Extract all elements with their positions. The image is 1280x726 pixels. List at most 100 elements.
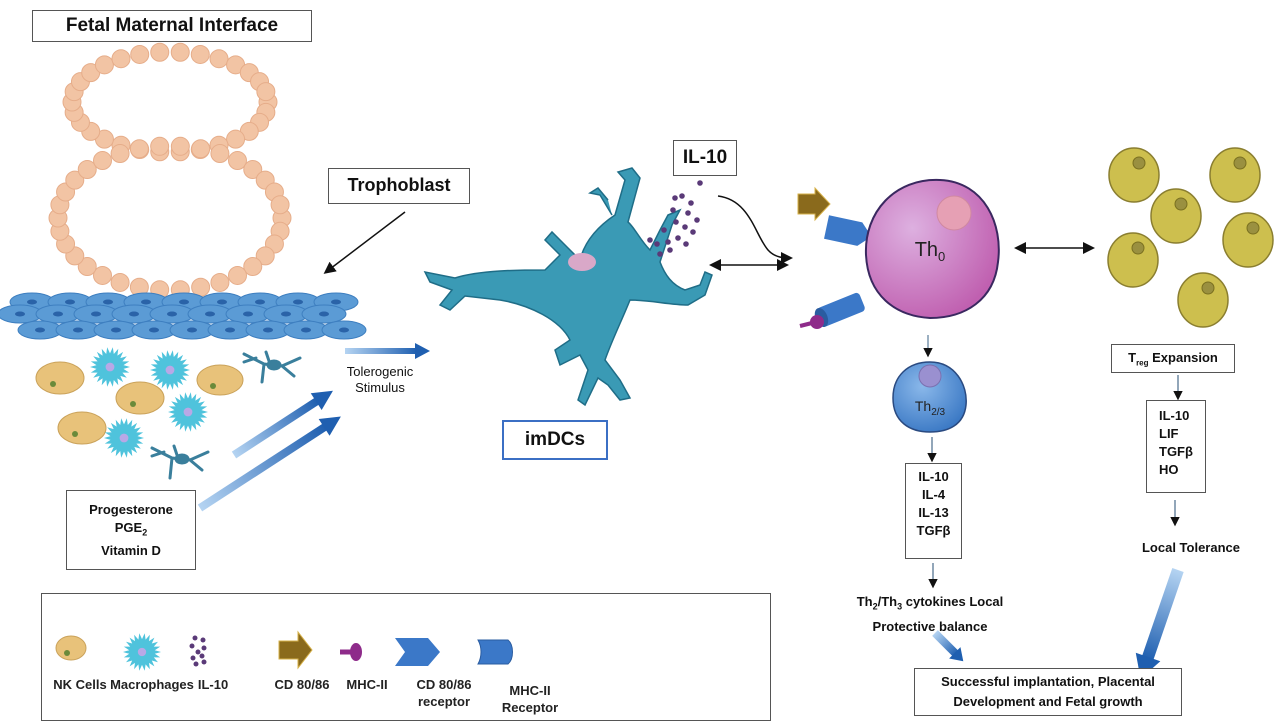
imdcs-label: imDCs	[524, 429, 586, 450]
immature-dendritic-cell	[423, 167, 713, 407]
legend-label-nk-cells: NK Cells	[53, 677, 107, 692]
th23-label: Th2/3	[898, 398, 962, 421]
macrophage-icon	[123, 633, 161, 671]
trophoblast-cell	[77, 159, 97, 179]
trophoblast-cell	[65, 170, 85, 190]
trophoblast-cells	[48, 42, 292, 300]
cytokine-item: IL-13	[918, 505, 949, 520]
il10-dots-icon	[189, 635, 207, 667]
decidual-cell	[93, 320, 139, 340]
trophoblast-cell	[129, 139, 149, 159]
expansion-text: Expansion	[1148, 350, 1218, 365]
decidual-cell	[55, 320, 101, 340]
trophoblast-cell	[270, 195, 290, 215]
macrophage	[168, 392, 208, 432]
decidual-cell	[17, 320, 63, 340]
cytokine-item: IL-4	[921, 487, 946, 502]
cytokine-item: LIF	[1159, 426, 1179, 441]
cd80-86-receptor-icon	[395, 638, 440, 666]
trophoblast-cell	[111, 49, 131, 69]
mhc-ii-receptor-icon	[477, 639, 513, 665]
il10-dot	[697, 180, 703, 186]
trophoblast-cell	[110, 272, 130, 292]
macrophage	[150, 350, 190, 390]
trophoblast-cell	[190, 44, 210, 64]
pge-text: PGE	[114, 520, 143, 535]
cd80-86-arrow-icon	[278, 630, 313, 670]
il10-cytokine-dots	[647, 180, 703, 257]
trophoblast-label-box: Trophoblast	[328, 168, 470, 204]
il10-dot	[667, 247, 673, 253]
macrophage	[104, 418, 144, 458]
decidual-cell	[131, 320, 177, 340]
treg-cell	[1150, 188, 1202, 244]
treg-expansion-box: Treg Expansion	[1111, 344, 1235, 373]
treg-cytokines-box: IL-10 LIF TGFβ HO	[1146, 400, 1206, 493]
cytokine-item: IL-10	[1159, 408, 1190, 423]
il10-dot	[672, 195, 678, 201]
th0-subscript: 0	[938, 249, 946, 264]
decidual-cell	[35, 304, 81, 324]
trophoblast-cell	[243, 159, 263, 179]
legend-label-cd80-86: CD 80/86	[274, 677, 330, 692]
legend-icons	[55, 630, 513, 671]
decidual-cell	[225, 304, 271, 324]
hormone-arrows	[197, 390, 341, 512]
il10-label: IL-10	[682, 147, 728, 168]
decidual-cell	[73, 304, 119, 324]
trophoblast-cell	[243, 257, 263, 277]
decidual-cell	[187, 304, 233, 324]
trophoblast-cell	[210, 144, 230, 164]
trophoblast-cell	[256, 82, 276, 102]
treg-cells	[1107, 147, 1274, 328]
th23-cell	[892, 361, 967, 433]
th2-subscript: 2	[872, 601, 878, 612]
legend-label-line: MHC-II	[509, 683, 551, 698]
trophoblast-cell	[170, 136, 190, 156]
legend-label-line: CD 80/86	[416, 677, 472, 692]
il10-dot	[675, 235, 681, 241]
decidual-cell	[283, 320, 329, 340]
il10-to-th0-arrow	[717, 195, 793, 264]
outcome-box: Successful implantation, Placental Devel…	[914, 668, 1182, 716]
th-cytokines-line1: Th2/Th3 cytokines Local	[820, 592, 1040, 617]
decidual-cell	[321, 320, 367, 340]
cytokines-local-text: cytokines Local	[902, 594, 1004, 609]
treg-cell	[1107, 232, 1159, 288]
decidual-cell-layer	[0, 292, 367, 340]
th23-cytokines-box: IL-10 IL-4 IL-13 TGFβ	[905, 463, 962, 559]
decidual-cell	[149, 304, 195, 324]
macrophage	[90, 347, 130, 387]
imdcs-label-box: imDCs	[502, 420, 608, 460]
th-text: /Th	[877, 594, 898, 609]
legend: NK Cells Macrophages IL-10 CD 80/86 MHC-…	[41, 593, 771, 721]
treg-cell	[1222, 212, 1274, 268]
trophoblast-cell	[227, 151, 247, 171]
il10-dot	[690, 229, 696, 235]
stimulus-text: Stimulus	[355, 380, 405, 395]
il10-dot	[685, 210, 691, 216]
tolerogenic-stimulus-label: Tolerogenic Stimulus	[320, 364, 440, 396]
cytokine-item: TGFβ	[916, 523, 951, 538]
tolerogenic-arrow	[345, 343, 430, 359]
il10-dot	[673, 219, 679, 225]
pge2-label: PGE2	[67, 519, 195, 542]
small-dendritic-cells	[150, 350, 302, 480]
il10-dot	[657, 251, 663, 257]
th-cytokines-label: Th2/Th3 cytokines Local Protective balan…	[820, 592, 1040, 636]
legend-label-mhc-ii-receptor: MHC-II Receptor	[490, 682, 570, 716]
th0-label: Th0	[900, 238, 960, 269]
nk-cell-icon	[55, 635, 87, 661]
legend-label-macrophages: Macrophages	[110, 677, 194, 692]
il10-dot	[670, 207, 676, 213]
legend-label-line: receptor	[417, 694, 471, 709]
legend-label-mhc-ii: MHC-II	[346, 677, 388, 692]
il10-dot	[682, 224, 688, 230]
decidual-cell	[301, 304, 347, 324]
il10-dot	[665, 239, 671, 245]
flow-arrows	[927, 375, 1183, 589]
local-tolerance-label: Local Tolerance	[1141, 540, 1240, 555]
th0-text: Th	[914, 239, 939, 261]
cd80-86-binding	[797, 186, 872, 246]
